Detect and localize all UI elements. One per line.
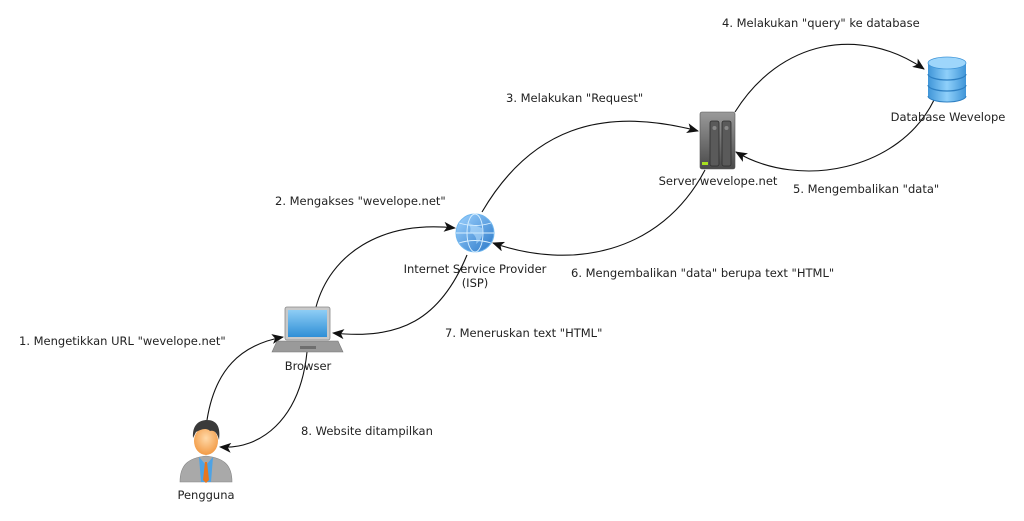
- step-label-4: 4. Melakukan "query" ke database: [722, 16, 920, 30]
- arrow-step-8: [219, 351, 308, 453]
- step-label-8: 8. Website ditampilkan: [301, 424, 433, 438]
- arrow-step-1: [206, 334, 284, 421]
- step-label-6: 6. Mengembalikan "data" berupa text "HTM…: [571, 266, 835, 280]
- laptop-icon: [271, 306, 344, 353]
- node-label-user: Pengguna: [177, 488, 235, 502]
- user-icon: [179, 420, 233, 483]
- step-label-5: 5. Mengembalikan "data": [793, 182, 940, 196]
- server-icon: [699, 111, 736, 170]
- arrow-step-7: [332, 254, 468, 340]
- node-label-database: Database Wevelope: [890, 110, 1006, 124]
- arrow-step-4: [734, 43, 925, 113]
- node-label-isp: Internet Service Provider (ISP): [390, 262, 560, 290]
- step-label-2: 2. Mengakses "wevelope.net": [275, 194, 446, 208]
- arrow-step-3: [481, 120, 699, 213]
- arrow-step-6: [492, 169, 706, 256]
- node-label-isp-line2: (ISP): [461, 276, 489, 290]
- step-label-7: 7. Meneruskan text "HTML": [445, 326, 603, 340]
- arrows: [206, 43, 935, 453]
- node-label-isp-line1: Internet Service Provider: [403, 262, 547, 276]
- arrow-step-5: [735, 99, 935, 172]
- step-label-1: 1. Mengetikkan URL "wevelope.net": [19, 334, 226, 348]
- arrow-step-2: [315, 221, 456, 308]
- node-label-browser: Browser: [284, 359, 332, 373]
- step-label-3: 3. Melakukan "Request": [506, 91, 644, 105]
- database-icon: [927, 56, 967, 103]
- globe-icon: [455, 213, 495, 253]
- node-label-server: Server wevelope.net: [658, 174, 778, 188]
